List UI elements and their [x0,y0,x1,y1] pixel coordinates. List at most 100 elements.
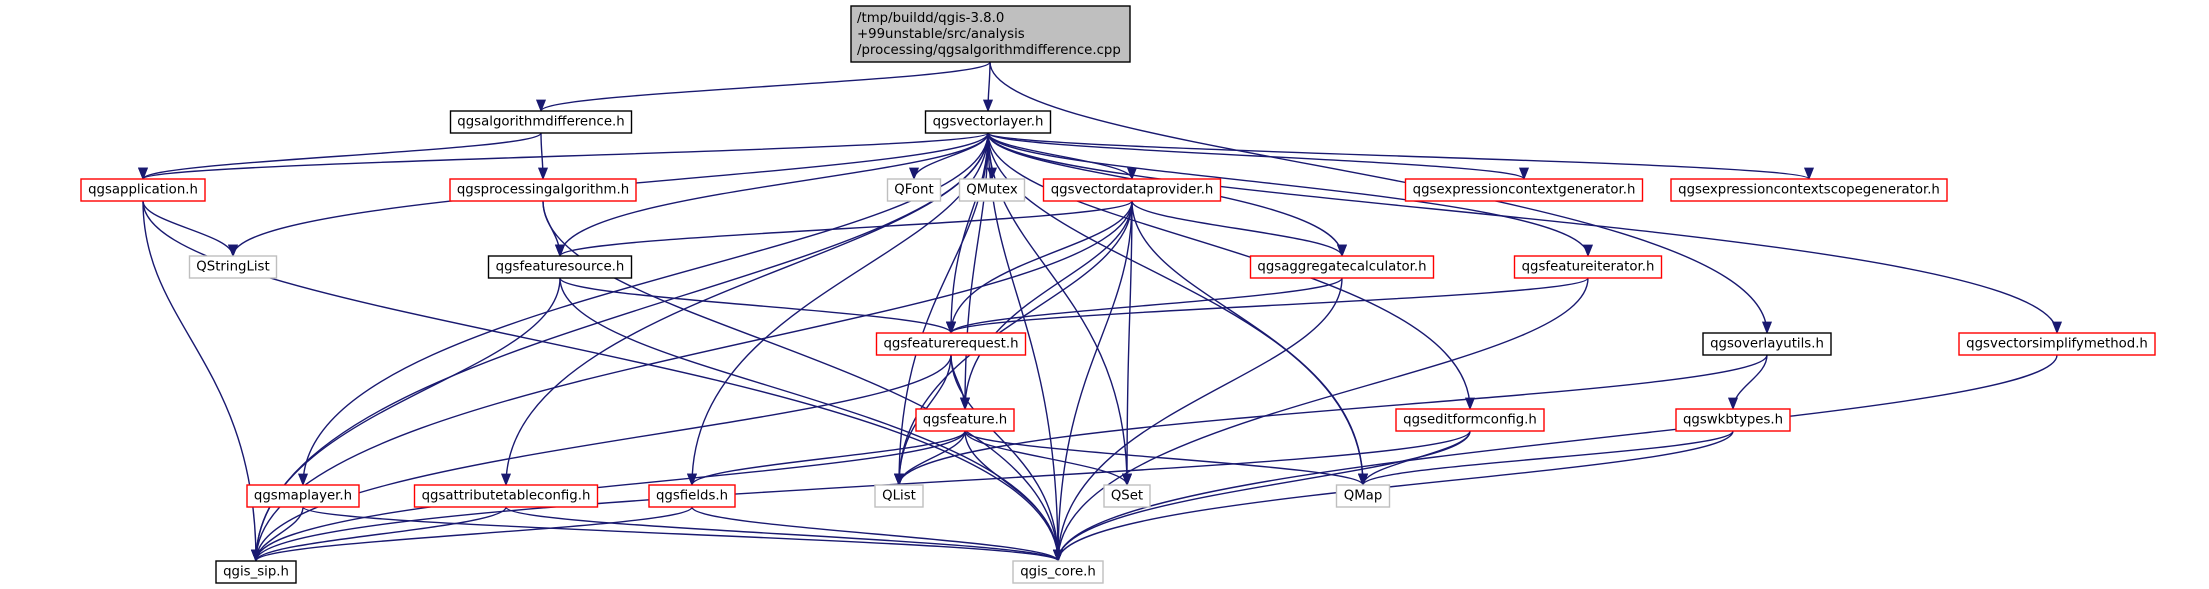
edge-group [1727,354,1768,411]
edge-qgsvectorlayer-h-to-qgsfeaturerequest-h [945,132,989,335]
edge-group [1131,200,1369,487]
edge-qgsapplication-h-to-QStringList [142,200,238,258]
edge-group [542,200,1064,563]
edge-qgsvectordataprovider-h-to-QMap [1131,200,1369,487]
node-qgsaggregatecalculator-h[interactable]: qgsaggregatecalculator.h [1249,255,1435,279]
node-qgis-sip-h[interactable]: qgis_sip.h [215,560,297,584]
edge-layer [138,61,2062,563]
edge-root-to-qgsoverlayutils-h [989,61,1772,335]
edge-qgsvectordataprovider-h-to-qgsaggregatecalculator-h [1131,200,1347,258]
node-label: qgsfields.h [656,489,728,504]
node-label: qgsapplication.h [88,183,198,198]
edge-qgsfeatureiterator-h-to-qgsfeaturerequest-h [946,277,1589,335]
edge-group [559,277,956,335]
node-qgsalgorithmdifference-h[interactable]: qgsalgorithmdifference.h [449,110,633,134]
edge-qgsfeaturesource-h-to-qgis-sip-h [250,277,561,563]
edge-group [251,200,1133,563]
edge-qgsprocessingalgorithm-h-to-qgis-core-h [542,200,1064,563]
node-QMutex[interactable]: QMutex [958,178,1026,202]
edge-group [142,200,1063,563]
edge-qgsvectorlayer-h-to-qgsfields-h [686,132,989,487]
node-label: qgsattributetableconfig.h [422,489,591,504]
edge-group [964,430,1064,563]
node-label: qgsvectorlayer.h [933,115,1044,130]
edge-group [987,132,1529,181]
node-qgsfields-h[interactable]: qgsfields.h [648,484,736,508]
node-qgsvectorsimplifymethod-h[interactable]: qgsvectorsimplifymethod.h [1958,332,2156,356]
edge-qgsfeature-h-to-qgis-core-h [964,430,1064,563]
node-qgsfeaturesource-h[interactable]: qgsfeaturesource.h [487,255,633,279]
edge-group [964,430,1368,487]
edge-group [298,132,989,487]
edge-qgsvectorlayer-h-to-qgsfeatureiterator-h [987,132,1593,258]
edge-group [251,430,966,563]
node-qgsvectorlayer-h[interactable]: qgsvectorlayer.h [924,110,1052,134]
node-label: qgsexpressioncontextgenerator.h [1413,183,1636,198]
edge-qgsvectordataprovider-h-to-QSet [1121,200,1133,487]
edge-qgsfeaturerequest-h-to-qgsfeature-h [950,354,971,411]
edge-group [251,430,1471,563]
edge-group [138,132,542,181]
root-node-qgsalgorithmdifference-cpp[interactable]: /tmp/buildd/qgis-3.8.0 +99unstable/src/a… [850,5,1131,63]
edge-qgsvectorsimplifymethod-h-to-qgis-core-h [1053,354,2058,563]
node-qgseditformconfig-h[interactable]: qgseditformconfig.h [1395,408,1545,432]
edge-group [251,354,952,563]
edge-qgseditformconfig-h-to-qgis-sip-h [251,430,1471,563]
edge-qgsfields-h-to-qgis-sip-h [251,506,693,563]
edge-group [250,277,561,563]
edge-qgsvectorlayer-h-to-qgsmaplayer-h [298,132,989,487]
node-QMap[interactable]: QMap [1335,484,1391,508]
node-label: qgsvectordataprovider.h [1051,183,1214,198]
edge-qgsoverlayutils-h-to-QList [894,354,1768,487]
edge-qgsvectorlayer-h-to-qgsvectordataprovider-h [987,132,1137,181]
edge-qgsfeature-h-to-QList [893,430,966,487]
edge-qgsvectorlayer-h-to-qgsexpressioncontextgenerator-h [987,132,1529,181]
edge-qgsapplication-h-to-qgis-core-h [142,200,1063,563]
node-qgis-core-h[interactable]: qgis_core.h [1012,560,1104,584]
edge-group [536,61,991,113]
edge-qgsalgorithmdifference-h-to-qgsprocessingalgorithm-h [537,132,549,181]
edge-qgsaggregatecalculator-h-to-qgis-core-h [1052,277,1343,563]
edge-qgsvectorlayer-h-to-qgsfeaturesource-h [555,132,989,258]
node-QList[interactable]: QList [874,484,924,508]
node-qgsfeaturerequest-h[interactable]: qgsfeaturerequest.h [875,332,1027,356]
node-qgsprocessingalgorithm-h[interactable]: qgsprocessingalgorithm.h [449,178,637,202]
edge-group [142,200,238,258]
edge-group [555,200,1133,258]
node-label: qgsaggregatecalculator.h [1257,260,1426,275]
edge-group [686,132,989,487]
node-qgsexpressioncontextscopegenerator-h[interactable]: qgsexpressioncontextscopegenerator.h [1670,178,1948,202]
edge-group [691,506,1063,563]
node-qgsfeatureiterator-h[interactable]: qgsfeatureiterator.h [1513,255,1663,279]
node-QSet[interactable]: QSet [1103,484,1151,508]
node-label: qgsfeaturerequest.h [883,337,1018,352]
root-label-line-3: /processing/qgsalgorithmdifference.cpp [857,43,1121,58]
edge-group [1053,430,1471,563]
edge-qgsoverlayutils-h-to-qgswkbtypes-h [1727,354,1768,411]
node-layer: /tmp/buildd/qgis-3.8.0 +99unstable/src/a… [80,5,2156,584]
edge-qgswkbtypes-h-to-qgis-core-h [1053,430,1734,563]
edge-group [1052,277,1589,563]
edge-qgsfeaturerequest-h-to-qgis-sip-h [251,354,952,563]
edge-qgsmaplayer-h-to-qgis-core-h [302,506,1063,563]
node-qgsoverlayutils-h[interactable]: qgsoverlayutils.h [1702,332,1832,356]
node-QStringList[interactable]: QStringList [188,255,278,279]
node-qgsattributetableconfig-h[interactable]: qgsattributetableconfig.h [413,484,599,508]
edge-group [1131,200,1347,258]
node-qgsexpressioncontextgenerator-h[interactable]: qgsexpressioncontextgenerator.h [1404,178,1644,202]
node-qgsmaplayer-h[interactable]: qgsmaplayer.h [246,484,360,508]
node-qgswkbtypes-h[interactable]: qgswkbtypes.h [1675,408,1791,432]
node-label: QFont [894,183,933,198]
node-qgsvectordataprovider-h[interactable]: qgsvectordataprovider.h [1042,178,1222,202]
edge-group [946,277,1343,335]
edge-qgsvectordataprovider-h-to-qgsfeaturerequest-h [945,200,1133,335]
node-label: qgsprocessingalgorithm.h [457,183,629,198]
edge-qgsfeatureiterator-h-to-qgis-core-h [1052,277,1589,563]
edge-group [945,132,989,335]
edge-group [555,132,989,258]
node-QFont[interactable]: QFont [886,178,942,202]
edge-group [537,132,549,181]
node-qgsapplication-h[interactable]: qgsapplication.h [80,178,206,202]
edge-qgsvectordataprovider-h-to-qgsfeature-h [959,200,1133,411]
node-qgsfeature-h[interactable]: qgsfeature.h [915,408,1015,432]
